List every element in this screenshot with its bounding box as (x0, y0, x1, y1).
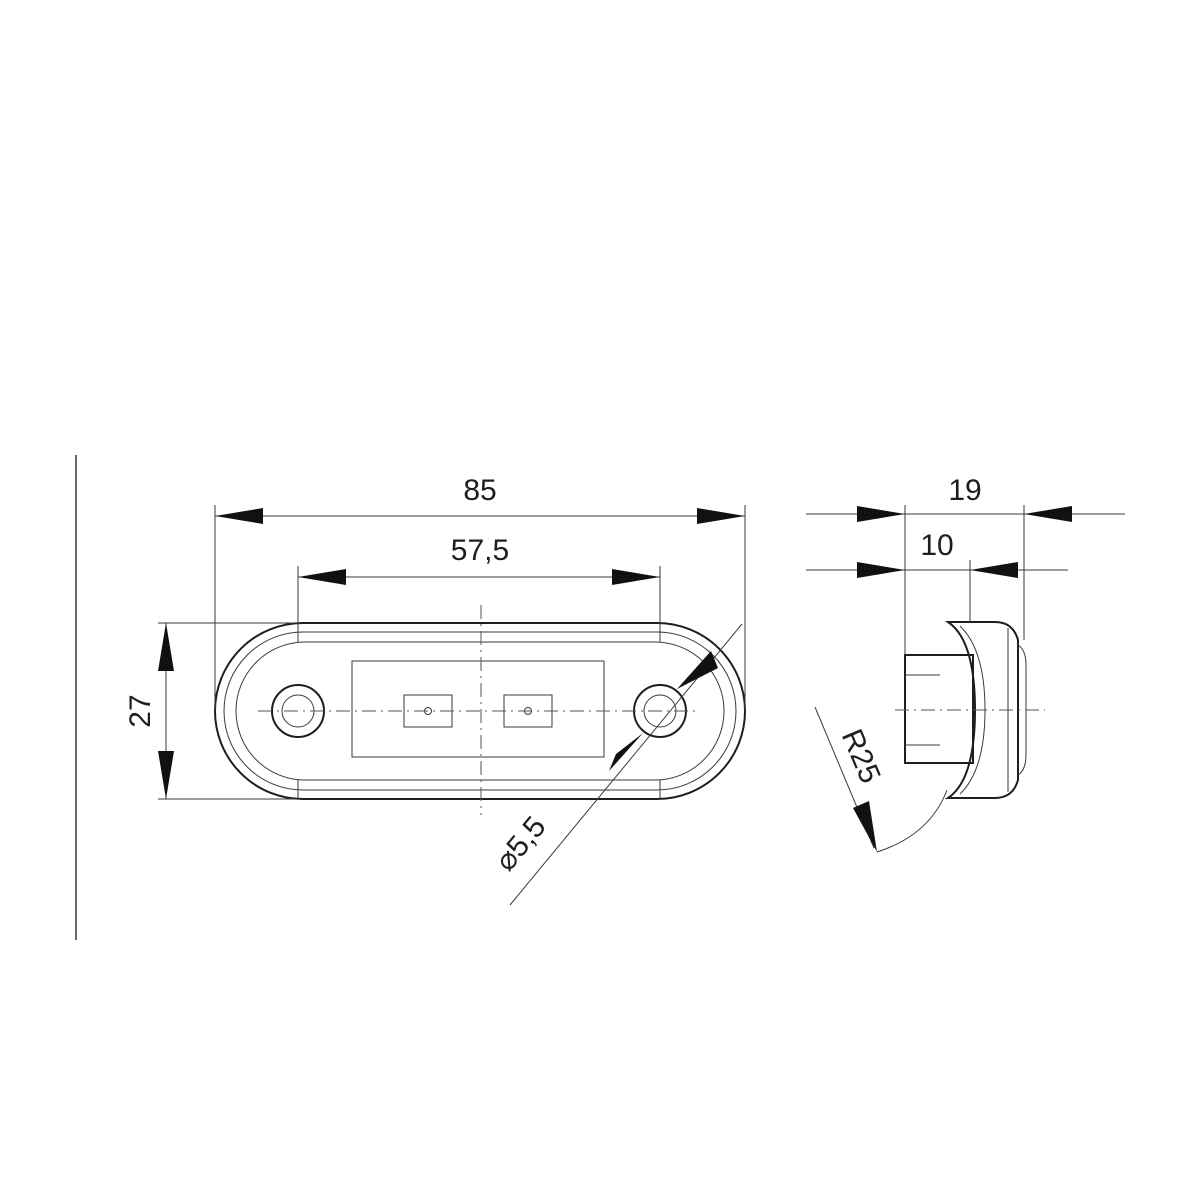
arrow-10-left (857, 562, 905, 578)
lens-window (351, 660, 605, 758)
arrow-85-right (697, 508, 745, 524)
dim-label-575: 57,5 (451, 534, 509, 567)
dim-label-27: 27 (124, 694, 157, 727)
dim-label-10: 10 (920, 529, 953, 562)
side-dimensions: 19 10 (806, 474, 1125, 655)
housing-mid-outline (223, 631, 737, 791)
housing-inner-outline (235, 641, 725, 781)
arrow-diameter-upper (677, 651, 718, 689)
radius-arc (876, 789, 948, 853)
arrow-diameter-lower (609, 733, 643, 771)
arrow-27-top (158, 623, 174, 671)
arrow-19-right (1024, 506, 1072, 522)
arrow-radius (853, 801, 877, 852)
dim-label-diameter: ⌀5,5 (489, 810, 553, 877)
side-view: R25 (814, 621, 1045, 853)
arrow-10-right (970, 562, 1018, 578)
front-view (214, 605, 746, 815)
arrow-575-left (298, 569, 346, 585)
arrow-85-left (215, 508, 263, 524)
arrow-27-bottom (158, 751, 174, 799)
arrow-19-left (857, 506, 905, 522)
dim-label-radius: R25 (835, 725, 887, 789)
dim-label-19: 19 (948, 474, 981, 507)
side-base-block (904, 654, 974, 764)
dim-label-85: 85 (463, 474, 496, 507)
side-lens-profile (944, 621, 1019, 799)
arrow-575-right (612, 569, 660, 585)
